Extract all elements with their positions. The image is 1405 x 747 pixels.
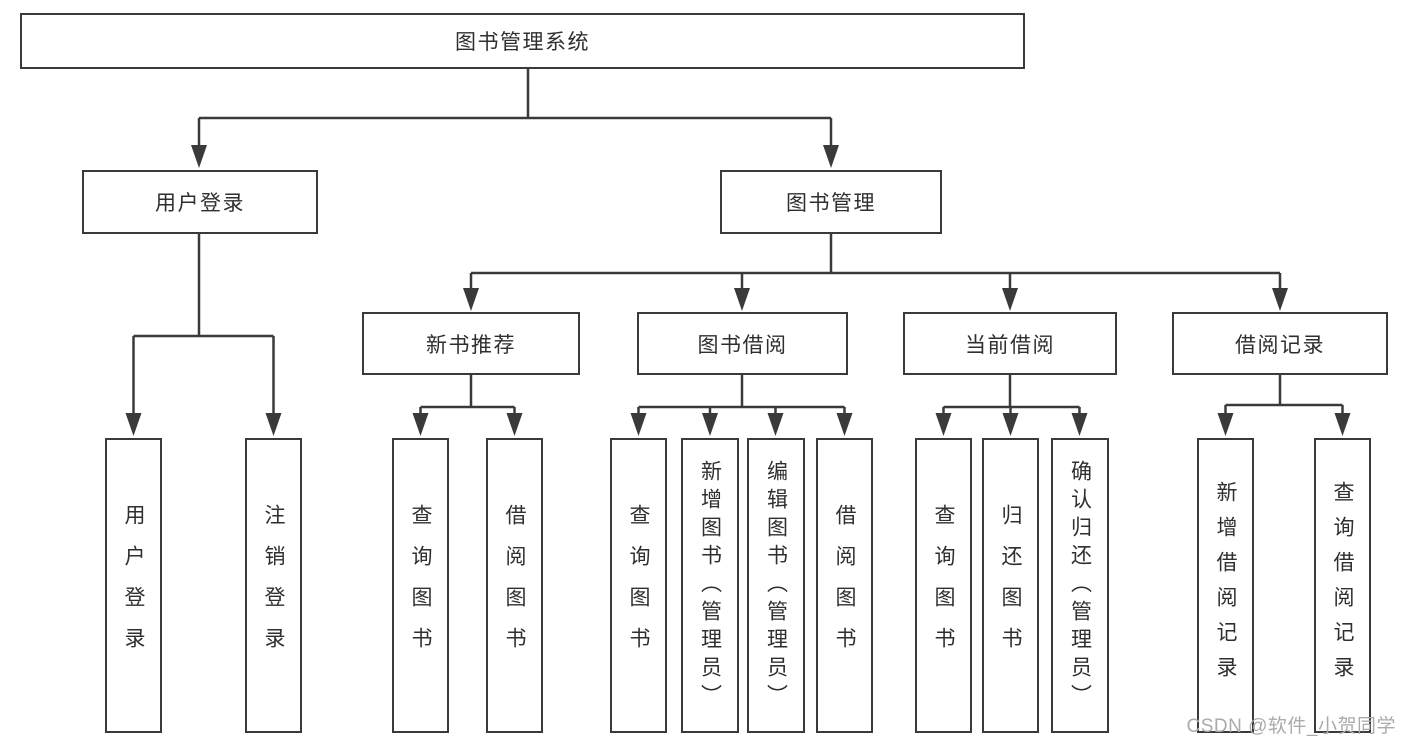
leaf-query-books-3: 查询图书 bbox=[915, 438, 972, 733]
leaf-add-book-admin: 新增图书（管理员） bbox=[681, 438, 739, 733]
leaf-confirm-return-admin: 确认归还（管理员） bbox=[1051, 438, 1109, 733]
leaf-query-books: 查询图书 bbox=[392, 438, 449, 733]
node-user-login: 用户登录 bbox=[82, 170, 318, 234]
leaf-query-borrow-record: 查询借阅记录 bbox=[1314, 438, 1371, 733]
connector-lines bbox=[132, 69, 1344, 418]
leaf-user-login: 用户登录 bbox=[105, 438, 162, 733]
leaf-add-borrow-record: 新增借阅记录 bbox=[1197, 438, 1254, 733]
leaf-edit-book-admin: 编辑图书（管理员） bbox=[747, 438, 805, 733]
leaf-borrow-books: 借阅图书 bbox=[486, 438, 543, 733]
node-book-management: 图书管理 bbox=[720, 170, 942, 234]
leaf-query-books-2: 查询图书 bbox=[610, 438, 667, 733]
node-current-borrowing: 当前借阅 bbox=[903, 312, 1117, 375]
leaf-borrow-books-2: 借阅图书 bbox=[816, 438, 873, 733]
node-book-borrowing: 图书借阅 bbox=[637, 312, 848, 375]
node-new-book-recommendation: 新书推荐 bbox=[362, 312, 580, 375]
leaf-logout: 注销登录 bbox=[245, 438, 302, 733]
arrow-heads bbox=[125, 145, 1351, 436]
watermark-text: CSDN @软件_小贺同学 bbox=[1186, 716, 1396, 737]
leaf-return-books: 归还图书 bbox=[982, 438, 1039, 733]
node-borrowing-records: 借阅记录 bbox=[1172, 312, 1388, 375]
node-library-management-system: 图书管理系统 bbox=[20, 13, 1025, 69]
